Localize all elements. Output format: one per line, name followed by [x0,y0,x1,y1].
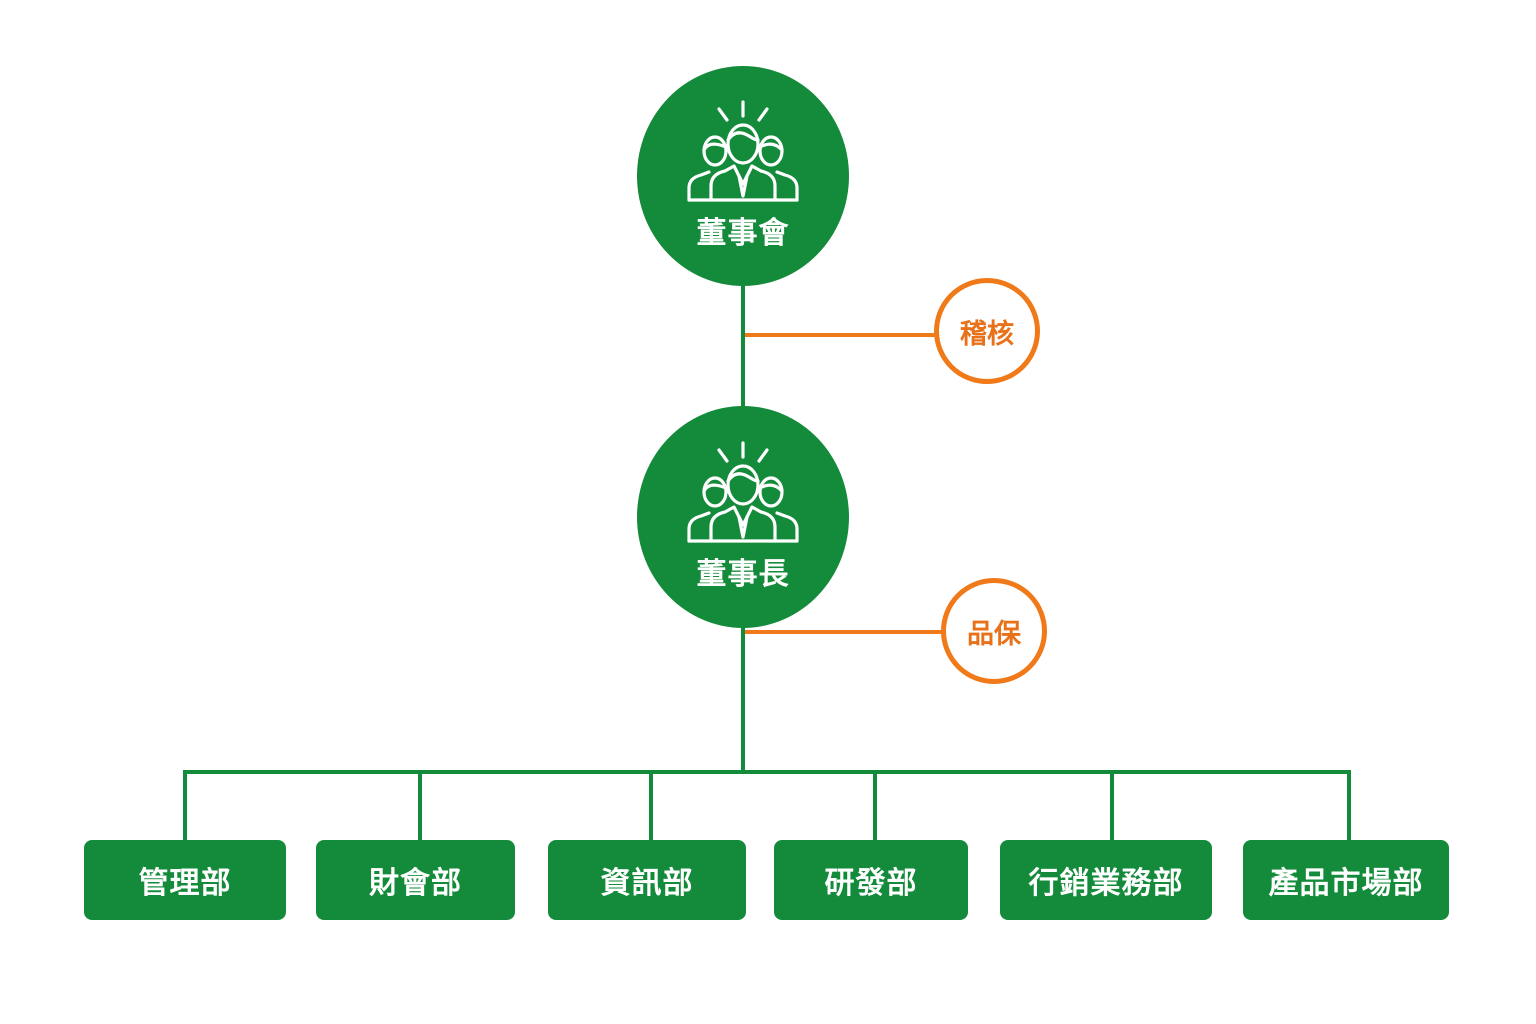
dept-finance: 財會部 [316,840,515,920]
dept-management: 管理部 [84,840,286,920]
dept-label: 研發部 [824,866,918,901]
chairman-label: 董事長 [696,557,790,592]
quality-node: 品保 [941,578,1047,684]
dept-label: 管理部 [138,866,232,901]
quality-label: 品保 [967,618,1021,650]
chairman-node: 董事長 [637,406,849,628]
dept-rnd: 研發部 [774,840,968,920]
board-node: 董事會 [637,66,849,286]
dept-label: 行銷業務部 [1028,866,1184,901]
board-label: 董事會 [696,216,790,251]
dept-sales-marketing: 行銷業務部 [1000,840,1212,920]
dept-it: 資訊部 [548,840,746,920]
audit-label: 稽核 [960,318,1014,350]
people-group-icon [687,441,799,543]
dept-label: 財會部 [369,866,462,901]
audit-node: 稽核 [934,278,1040,384]
dept-label: 資訊部 [600,866,694,901]
dept-product-market: 產品市場部 [1243,840,1449,920]
people-group-icon [687,100,799,202]
dept-label: 產品市場部 [1268,866,1424,901]
